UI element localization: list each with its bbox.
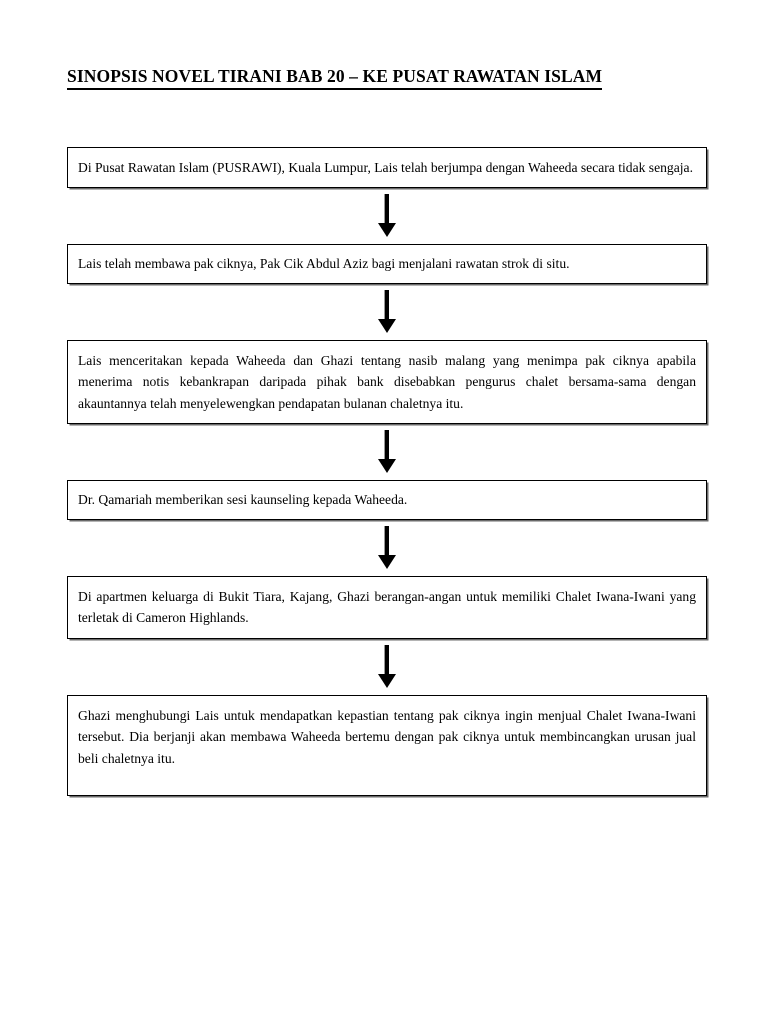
flow-connector-1 (67, 188, 707, 244)
flow-node-5-text: Di apartmen keluarga di Bukit Tiara, Kaj… (78, 588, 696, 626)
flow-node-3: Lais menceritakan kepada Waheeda dan Gha… (67, 339, 707, 425)
down-arrow-icon (378, 194, 396, 238)
page-title: SINOPSIS NOVEL TIRANI BAB 20 – KE PUSAT … (67, 66, 707, 90)
flowchart: Di Pusat Rawatan Islam (PUSRAWI), Kuala … (67, 147, 707, 797)
flow-node-2-text: Lais telah membawa pak ciknya, Pak Cik A… (78, 256, 570, 272)
flow-connector-2 (67, 284, 707, 340)
flow-node-5: Di apartmen keluarga di Bukit Tiara, Kaj… (67, 575, 707, 639)
down-arrow-icon (378, 430, 396, 474)
flow-connector-5 (67, 639, 707, 695)
flow-node-4: Dr. Qamariah memberikan sesi kaunseling … (67, 480, 707, 520)
flow-connector-3 (67, 424, 707, 480)
flow-node-6: Ghazi menghubungi Lais untuk mendapatkan… (67, 694, 707, 797)
flow-node-3-text: Lais menceritakan kepada Waheeda dan Gha… (78, 352, 696, 411)
flow-node-1-text: Di Pusat Rawatan Islam (PUSRAWI), Kuala … (78, 160, 693, 175)
down-arrow-icon (378, 525, 396, 569)
down-arrow-icon (378, 644, 396, 688)
page-title-text: SINOPSIS NOVEL TIRANI BAB 20 – KE PUSAT … (67, 66, 603, 90)
down-arrow-icon (378, 289, 396, 333)
flow-connector-4 (67, 520, 707, 576)
flow-node-6-text: Ghazi menghubungi Lais untuk mendapatkan… (78, 707, 696, 766)
flow-node-2: Lais telah membawa pak ciknya, Pak Cik A… (67, 244, 707, 284)
flow-node-4-text: Dr. Qamariah memberikan sesi kaunseling … (78, 492, 408, 508)
flow-node-1: Di Pusat Rawatan Islam (PUSRAWI), Kuala … (67, 147, 707, 189)
